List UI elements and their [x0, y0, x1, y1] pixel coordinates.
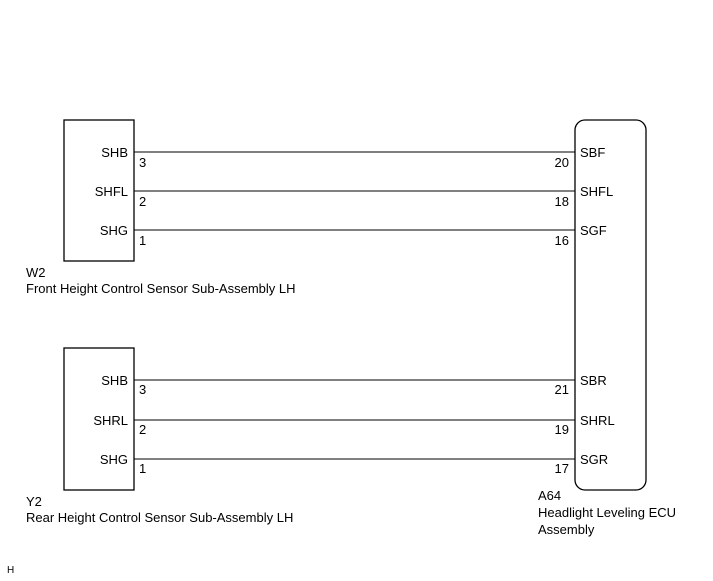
ecu-terminal-label: SHFL: [580, 184, 613, 199]
rear-terminal-label: SHB: [101, 373, 128, 388]
ecu-pin-number: 18: [555, 194, 569, 209]
ecu-pin-number: 20: [555, 155, 569, 170]
ecu-box: [574, 119, 647, 491]
ecu-name-line1: Headlight Leveling ECU: [538, 505, 676, 520]
ecu-terminal-label: SGF: [580, 223, 607, 238]
front-terminal-label: SHB: [101, 145, 128, 160]
ecu-code: A64: [538, 488, 561, 503]
footer-mark: H: [7, 565, 14, 576]
front-sensor-name: Front Height Control Sensor Sub-Assembly…: [26, 281, 296, 296]
front-pin-number: 3: [139, 155, 146, 170]
rear-sensor-name: Rear Height Control Sensor Sub-Assembly …: [26, 510, 293, 525]
ecu-terminal-label: SGR: [580, 452, 608, 467]
front-pin-number: 1: [139, 233, 146, 248]
ecu-terminal-label: SBF: [580, 145, 605, 160]
rear-sensor-code: Y2: [26, 494, 42, 509]
front-sensor-code: W2: [26, 265, 46, 280]
front-terminal-label: SHG: [100, 223, 128, 238]
rear-pin-number: 1: [139, 461, 146, 476]
ecu-terminal-label: SHRL: [580, 413, 615, 428]
ecu-pin-number: 16: [555, 233, 569, 248]
rear-pin-number: 2: [139, 422, 146, 437]
ecu-name-line2: Assembly: [538, 522, 595, 537]
ecu-pin-number: 21: [555, 382, 569, 397]
rear-pin-number: 3: [139, 382, 146, 397]
front-terminal-label: SHFL: [95, 184, 128, 199]
ecu-pin-number: 19: [555, 422, 569, 437]
front-pin-number: 2: [139, 194, 146, 209]
rear-terminal-label: SHRL: [93, 413, 128, 428]
rear-terminal-label: SHG: [100, 452, 128, 467]
ecu-pin-number: 17: [555, 461, 569, 476]
rear-sensor-box: [63, 347, 135, 491]
ecu-terminal-label: SBR: [580, 373, 607, 388]
